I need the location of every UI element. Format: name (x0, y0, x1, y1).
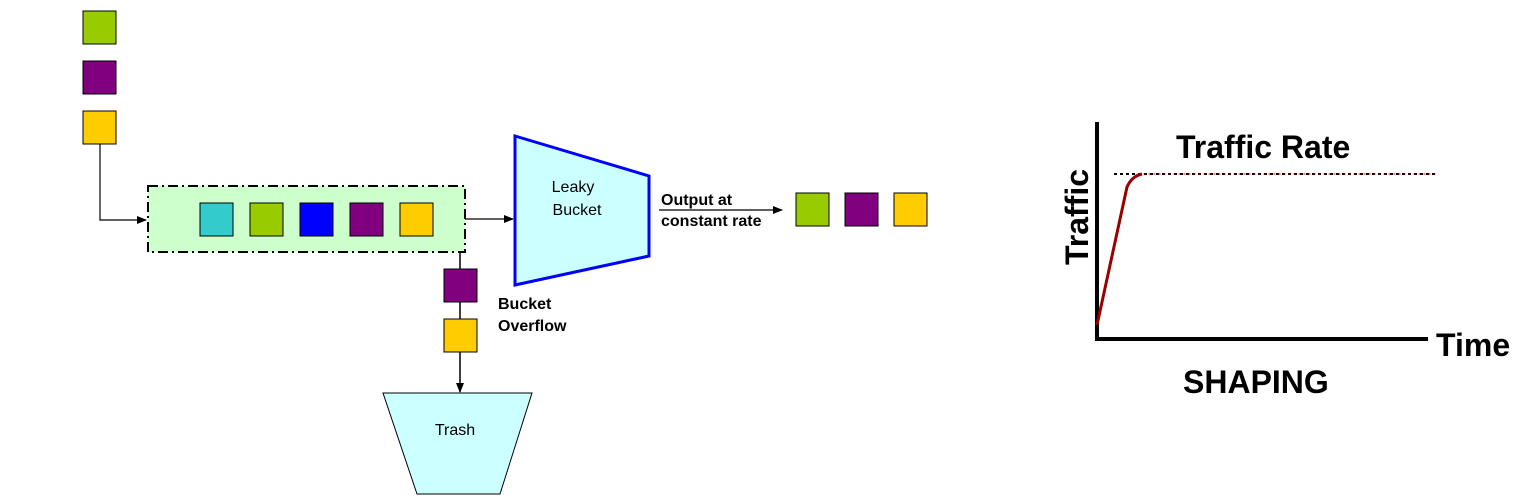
output-green-packet (795, 192, 830, 227)
dropped-packets (443, 268, 478, 353)
leaky-bucket (513, 133, 651, 287)
output-yellow-packet (893, 192, 928, 227)
chart-xlabel: Time (1436, 327, 1510, 363)
input-green-packet (82, 10, 117, 45)
queue-green-packet (249, 202, 284, 237)
dropped-yellow-packet (443, 318, 478, 353)
output-label-line1: Output at (661, 192, 733, 209)
input-arrow (99, 144, 147, 224)
trash (382, 392, 533, 495)
queue-blue-packet (299, 202, 334, 237)
queue-purple-packet (349, 202, 384, 237)
chart-ylabel: Traffic (1059, 169, 1095, 265)
output-purple-packet (844, 192, 879, 227)
bucket-label-line1: Leaky (552, 179, 595, 196)
input-packets (82, 10, 117, 145)
trash-label: Trash (435, 422, 475, 439)
shaping-chart: Traffic Rate Traffic Time SHAPING (1059, 122, 1510, 400)
dropped-purple-packet (443, 268, 478, 303)
queue-yellow-packet (399, 202, 434, 237)
output-packets (795, 192, 928, 227)
traffic-curve (1095, 172, 1143, 326)
queue-packets (199, 202, 434, 237)
input-yellow-packet (82, 110, 117, 145)
chart-title: Traffic Rate (1176, 129, 1350, 165)
bucket-label-line2: Bucket (553, 202, 602, 219)
overflow-label-line1: Bucket (498, 296, 552, 313)
chart-caption: SHAPING (1183, 364, 1329, 400)
overflow-label-line2: Overflow (498, 318, 567, 335)
queue-cyan-packet (199, 202, 234, 237)
input-purple-packet (82, 60, 117, 95)
output-label-line2: constant rate (661, 213, 762, 230)
chart-axes (1095, 122, 1428, 341)
